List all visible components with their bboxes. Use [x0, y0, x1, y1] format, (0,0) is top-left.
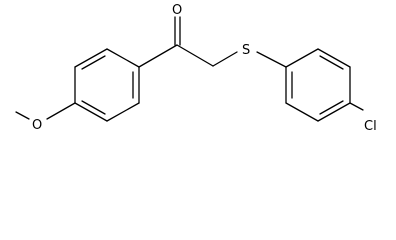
chlorophenyl-ring	[285, 48, 351, 122]
aryl-carbonyl-bond	[138, 44, 178, 68]
carbonyl-oxygen-label: O	[172, 3, 182, 18]
ring-double-bond	[81, 55, 106, 70]
sulfur-aryl-bond	[256, 51, 287, 68]
ring-bond	[106, 48, 140, 68]
ring-bond	[106, 102, 140, 122]
molecule-structure: O S O Cl	[15, 3, 377, 134]
ring-bond	[285, 102, 319, 122]
ring-bond	[317, 102, 351, 122]
methoxy-methyl-bond	[15, 111, 30, 120]
ring-methoxy-oxygen-bond	[46, 102, 76, 120]
sulfur-label: S	[242, 43, 250, 58]
methoxy-oxygen-label: O	[32, 118, 42, 133]
ring-bond	[74, 48, 108, 68]
ring-bond	[74, 102, 108, 122]
ch2-sulfur-bond	[212, 51, 238, 67]
methoxyphenyl-ring	[74, 48, 140, 122]
ring-bond	[285, 48, 319, 68]
chlorine-label: Cl	[364, 119, 377, 134]
ring-double-bond	[81, 100, 106, 115]
ring-bond	[317, 48, 351, 68]
ring-chlorine-bond	[349, 102, 364, 111]
carbonyl-ch2-bond	[176, 44, 214, 67]
ring-double-bond	[319, 100, 344, 115]
ring-double-bond	[319, 55, 344, 70]
